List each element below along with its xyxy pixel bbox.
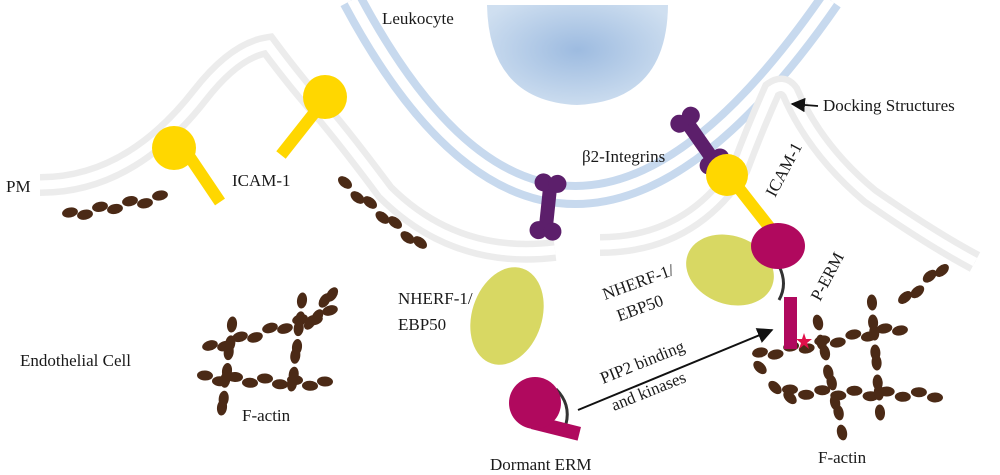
actin-bead (286, 375, 298, 392)
actin-bead (202, 340, 218, 351)
actin-bead (220, 371, 231, 388)
actin-bead (898, 291, 912, 304)
actin-bead (290, 347, 301, 364)
actin-bead (767, 349, 784, 360)
actin-bead (922, 269, 937, 283)
actin-bead (152, 190, 168, 201)
leukocyte-nucleus (487, 5, 668, 105)
actin-bead (388, 216, 402, 229)
actin-bead (892, 325, 908, 336)
actin-bead (277, 323, 293, 334)
actin-bead (869, 324, 880, 341)
p-erm (751, 223, 805, 349)
endothelial-membrane-right (599, 75, 981, 272)
actin-bead (302, 380, 318, 391)
dormant-erm (509, 377, 581, 441)
actin-bead (317, 376, 333, 387)
actin-bead (226, 316, 238, 333)
actin-bead (752, 347, 768, 358)
actin-bead (293, 320, 304, 337)
icam1-left-a (152, 126, 225, 206)
actin-bead (812, 314, 824, 331)
actin-bead (783, 390, 797, 405)
actin-bead (910, 387, 927, 398)
actin-bead (935, 264, 949, 277)
actin-bead (363, 196, 377, 209)
actin-bead (753, 360, 767, 375)
label-p-erm: P-ERM (807, 249, 848, 304)
actin-bead (845, 329, 862, 340)
actin-bead (826, 374, 837, 391)
actin-bead (413, 236, 427, 249)
actin-bead (296, 292, 308, 309)
actin-bead (871, 354, 882, 371)
actin-bead (216, 399, 228, 416)
actin-bead (768, 380, 782, 395)
actin-filament-pm (62, 190, 168, 220)
label-factin-left: F-actin (242, 406, 291, 425)
actin-bead (876, 323, 893, 334)
actin-bead (311, 309, 324, 324)
actin-bead (350, 191, 365, 204)
phosphate-star (796, 333, 812, 349)
actin-network-left (197, 287, 339, 416)
integrin-left (529, 173, 567, 241)
actin-bead (927, 392, 943, 403)
actin-bead (829, 337, 846, 348)
actin-bead (400, 231, 415, 244)
actin-bead (62, 207, 78, 218)
actin-bead (836, 424, 848, 441)
label-dormant-erm: Dormant ERM (490, 455, 592, 474)
actin-bead (257, 373, 273, 384)
actin-bead (242, 377, 258, 388)
label-integrins: β2-Integrins (582, 147, 665, 166)
actin-bead (910, 285, 925, 299)
label-nherf-left-line1: NHERF-1/ (398, 289, 473, 308)
actin-filament-icam (338, 176, 427, 249)
icam1-left-b (276, 75, 347, 159)
actin-bead (137, 198, 153, 209)
label-icam1-right: ICAM-1 (762, 139, 806, 200)
actin-bead (866, 294, 878, 311)
actin-bead (833, 404, 844, 421)
actin-bead (262, 322, 278, 334)
actin-bead (375, 211, 390, 224)
icam1-right (706, 154, 775, 232)
actin-bead (92, 201, 108, 212)
actin-bead (798, 389, 815, 400)
actin-bead (107, 203, 123, 215)
actin-bead (338, 176, 352, 189)
label-nherf-right-line1: NHERF-1/ (600, 260, 677, 303)
actin-bead (846, 385, 863, 396)
label-endothelial-cell: Endothelial Cell (20, 351, 131, 370)
activation-arrow (577, 328, 774, 411)
label-nherf-left-line2: EBP50 (398, 315, 446, 334)
actin-bead (873, 384, 884, 401)
actin-bead (247, 332, 263, 343)
label-factin-right: F-actin (818, 448, 867, 467)
actin-bead (223, 344, 234, 361)
leukocyte-membrane (340, 0, 841, 208)
actin-bead (272, 379, 288, 390)
label-pm: PM (6, 177, 31, 196)
actin-bead (122, 196, 138, 207)
nherf1-left (470, 267, 544, 365)
actin-bead (325, 287, 339, 302)
actin-network-right (752, 264, 949, 441)
actin-bead (819, 344, 831, 361)
actin-bead (232, 331, 248, 343)
actin-bead (874, 404, 886, 421)
actin-bead (814, 385, 831, 396)
label-leukocyte: Leukocyte (382, 9, 454, 28)
actin-bead (894, 391, 911, 402)
actin-bead (197, 370, 213, 381)
nherf1-right (686, 234, 774, 306)
actin-bead (322, 305, 338, 316)
docking-arrow (790, 97, 819, 113)
label-docking-structures: Docking Structures (823, 96, 955, 115)
label-icam1-left: ICAM-1 (232, 171, 291, 190)
actin-bead (77, 209, 93, 220)
